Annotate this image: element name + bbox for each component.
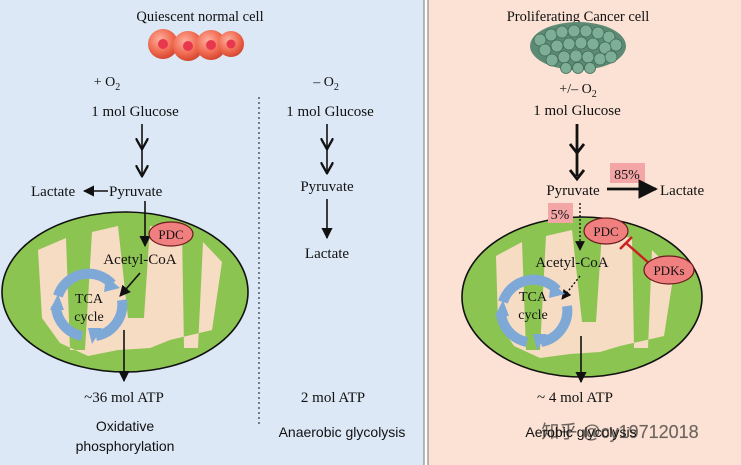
left-tca-cycle-icon: [50, 268, 128, 344]
svg-text:5%: 5%: [551, 208, 570, 223]
cancer-cells-icon: [530, 22, 626, 74]
left-lactate-label: Lactate: [31, 184, 75, 200]
left-pdc-badge: PDC: [148, 221, 194, 247]
left-process-label-1: Oxidative: [96, 418, 155, 434]
right-pdks-inhibition: [619, 236, 651, 265]
left-acetylcoa-label: Acetyl-CoA: [103, 252, 176, 268]
right-atp-label: ~ 4 mol ATP: [537, 390, 613, 406]
left-cycle-label: cycle: [74, 310, 104, 325]
middle-glucose-label: 1 mol Glucose: [286, 104, 374, 120]
left-title: Quiescent normal cell: [136, 9, 263, 25]
right-lactate-label: Lactate: [660, 183, 704, 199]
middle-pyruvate-label: Pyruvate: [300, 179, 354, 195]
right-tca-cycle-icon: [495, 274, 573, 350]
left-oxygen-label: + O2: [94, 75, 121, 93]
right-acetyl-to-tca-arrow: [561, 275, 581, 300]
left-pyruvate-label: Pyruvate: [109, 184, 163, 200]
left-tca-label: TCA: [75, 292, 104, 307]
middle-atp-label: 2 mol ATP: [301, 390, 365, 406]
right-acetylcoa-label: Acetyl-CoA: [535, 255, 608, 271]
right-glycolysis-arrow: [568, 124, 586, 182]
svg-text:PDC: PDC: [158, 227, 183, 242]
right-mitochondrion: [461, 216, 703, 378]
middle-lactate-label: Lactate: [305, 246, 349, 262]
right-pdc-badge: PDC: [583, 217, 629, 245]
right-tca-label: TCA: [519, 290, 548, 305]
middle-process-label: Anaerobic glycolysis: [279, 424, 406, 440]
svg-text:85%: 85%: [614, 168, 640, 183]
right-title: Proliferating Cancer cell: [507, 9, 650, 25]
normal-cells-icon: [148, 29, 244, 61]
middle-oxygen-label: – O2: [312, 75, 339, 93]
right-cycle-label: cycle: [518, 308, 548, 323]
left-atp-label: ~36 mol ATP: [84, 390, 164, 406]
right-pct-5-badge: 5%: [548, 203, 573, 223]
left-process-label-2: phosphorylation: [76, 438, 175, 454]
left-acetyl-to-tca-arrow: [119, 272, 141, 297]
watermark-text: 知乎 @cy19712018: [541, 422, 698, 442]
right-process-label: Aerobic glycolysis: [525, 424, 636, 440]
right-oxygen-label: +/– O2: [559, 82, 596, 100]
right-pyruvate-label: Pyruvate: [546, 183, 600, 199]
left-glucose-label: 1 mol Glucose: [91, 104, 179, 120]
right-pct-85-badge: 85%: [610, 163, 645, 183]
svg-text:PDKs: PDKs: [653, 263, 684, 278]
right-glucose-label: 1 mol Glucose: [533, 103, 621, 119]
left-mitochondrion: [1, 211, 249, 373]
svg-text:PDC: PDC: [593, 224, 618, 239]
right-pdks-badge: PDKs: [643, 255, 695, 285]
